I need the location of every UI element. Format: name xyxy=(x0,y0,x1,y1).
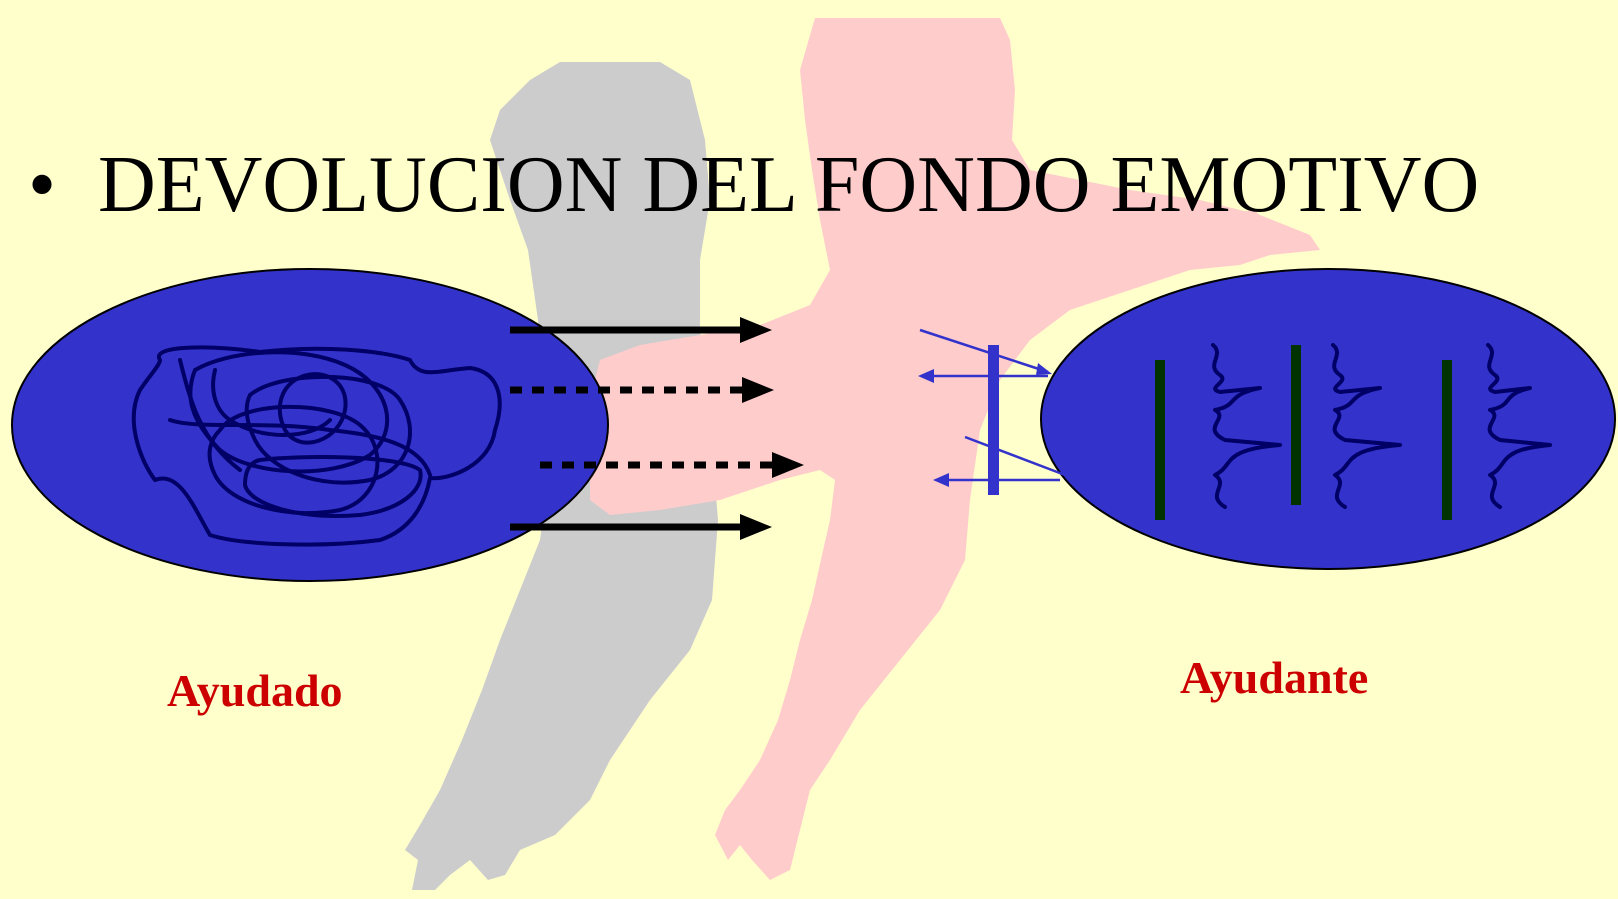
bullet-icon: • xyxy=(28,141,57,229)
black-arrows xyxy=(510,317,804,540)
green-bar xyxy=(1442,360,1452,520)
arrowhead-icon xyxy=(740,317,772,343)
arrowhead-icon xyxy=(772,452,804,478)
blue-barrier-group xyxy=(918,328,1066,495)
arrowhead-icon xyxy=(740,514,772,540)
tangled-scribble-icon xyxy=(131,345,502,547)
arrowhead-icon xyxy=(1036,363,1052,375)
green-bars xyxy=(1155,345,1452,520)
ayudante-label: Ayudante xyxy=(1180,652,1369,703)
pink-splatter xyxy=(1100,210,1265,252)
ayudado-label: Ayudado xyxy=(167,665,343,716)
blue-barrier xyxy=(988,345,999,495)
arrowhead-icon xyxy=(742,377,774,403)
arrowhead-icon xyxy=(933,473,949,487)
green-bar xyxy=(1155,360,1165,520)
slide-title: • DEVOLUCION DEL FONDO EMOTIVO xyxy=(28,140,1479,231)
green-bar xyxy=(1291,345,1301,505)
incoming-thin-arrow xyxy=(919,328,1049,374)
ayudado-ellipse xyxy=(11,268,609,582)
ayudante-ellipse xyxy=(1040,268,1616,570)
title-text: DEVOLUCION DEL FONDO EMOTIVO xyxy=(98,141,1480,229)
incoming-thin-arrow xyxy=(964,435,1066,477)
arrowhead-icon xyxy=(918,369,934,383)
organized-waves-icon xyxy=(1211,343,1552,509)
